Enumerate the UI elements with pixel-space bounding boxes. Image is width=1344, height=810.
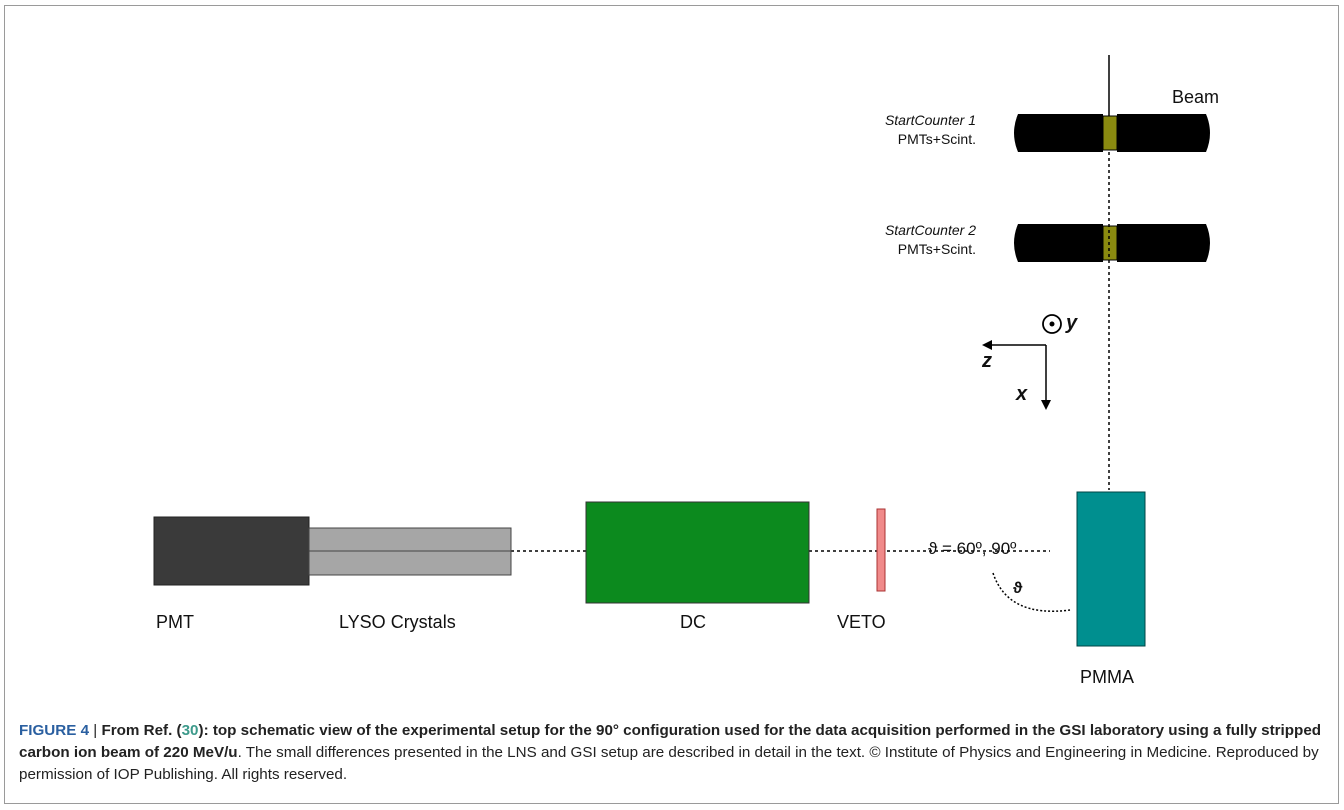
dc-label: DC (680, 612, 706, 632)
start-counter-1-detector (1014, 114, 1210, 152)
pmma-target (1076, 491, 1146, 647)
pmt-block (153, 516, 310, 586)
figure-caption: FIGURE 4 | From Ref. (30): top schematic… (19, 720, 1329, 786)
caption-separator: | (89, 722, 102, 739)
caption-rest: . The small differences presented in the… (19, 744, 1319, 783)
angle-arc (992, 572, 1071, 612)
scintillator-1 (1102, 115, 1118, 151)
veto-block (876, 508, 886, 592)
start-counter-2-name: StartCounter 2 (884, 222, 976, 238)
veto-label: VETO (837, 612, 886, 632)
lyso-label: LYSO Crystals (339, 612, 456, 632)
caption-bold-pre: From Ref. ( (101, 722, 182, 739)
pmma-label: PMMA (1080, 667, 1134, 687)
start-counter-2-desc: PMTs+Scint. (897, 241, 976, 257)
x-axis-label: x (1016, 383, 1028, 405)
beam-label: Beam (1172, 87, 1220, 107)
y-axis-symbol (1042, 314, 1062, 334)
theta-label: ϑ (1013, 580, 1023, 597)
reference-link[interactable]: 30 (181, 722, 199, 739)
start-counter-2-detector (1014, 224, 1210, 262)
start-counter-1-name: StartCounter 1 (884, 112, 976, 128)
angle-values-label: ϑ = 60º, 90º (928, 539, 1017, 558)
y-axis-label: y (1066, 312, 1078, 334)
figure-frame (4, 5, 1339, 804)
z-axis-label: z (982, 350, 992, 372)
coordinate-axes (982, 314, 1062, 410)
start-counter-1-desc: PMTs+Scint. (897, 131, 976, 147)
scintillator-2 (1102, 225, 1118, 261)
figure-label: FIGURE 4 (19, 722, 90, 739)
lyso-crystals-block (308, 527, 512, 576)
drift-chamber-block (585, 501, 810, 604)
caption-bold-post: ): top schematic view of the experimenta… (19, 722, 1322, 761)
pmt-label: PMT (156, 612, 194, 632)
